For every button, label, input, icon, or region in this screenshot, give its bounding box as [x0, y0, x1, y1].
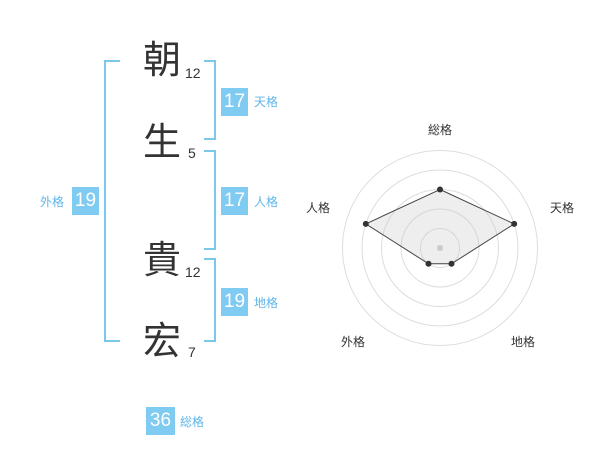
radar-center-dot: [437, 245, 443, 251]
radar-axis-label-chikaku: 地格: [511, 335, 536, 349]
radar-ring-2: [400, 208, 480, 288]
tenkaku-bracket-top: [204, 60, 216, 62]
radar-axis-label-jinkaku: 人格: [306, 201, 331, 215]
gaikaku-value: 19: [72, 187, 99, 215]
chikaku-value: 19: [221, 288, 248, 316]
jinkaku-bracket-vertical: [214, 150, 216, 250]
tenkaku-label: 天格: [254, 95, 279, 109]
jinkaku-label: 人格: [254, 195, 279, 209]
gaikaku-bracket-bottom: [104, 340, 120, 342]
name-char-4: 宏: [143, 319, 182, 363]
radar-ring-4: [361, 169, 519, 327]
radar-point-1: [511, 220, 518, 227]
tenkaku-bracket-vertical: [214, 60, 216, 140]
tenkaku-bracket-bottom: [204, 138, 216, 140]
name-char-1: 朝: [143, 38, 182, 82]
name-char-2: 生: [143, 120, 182, 164]
chikaku-bracket-vertical: [214, 258, 216, 342]
tenkaku-value: 17: [221, 88, 248, 116]
radar-axis-label-tenkaku: 天格: [550, 201, 575, 215]
chikaku-label: 地格: [254, 296, 279, 310]
jinkaku-value: 17: [221, 187, 248, 215]
radar-ring-5: [342, 150, 538, 346]
jinkaku-bracket-top: [204, 150, 216, 152]
soukaku-value: 36: [146, 407, 175, 435]
jinkaku-bracket-bottom: [204, 248, 216, 250]
radar-axis-label-gaikaku: 外格: [341, 335, 366, 349]
stroke-count-3: 12: [185, 264, 201, 280]
stroke-count-1: 12: [185, 65, 201, 81]
radar-point-3: [425, 260, 432, 267]
radar-point-4: [362, 220, 369, 227]
radar-ring-1: [420, 228, 460, 268]
chikaku-bracket-top: [204, 258, 216, 260]
radar-axis-label-soukaku: 総格: [428, 123, 453, 137]
radar-value-polygon: [364, 188, 516, 265]
radar-point-2: [448, 260, 455, 267]
gaikaku-label: 外格: [40, 195, 65, 209]
gaikaku-bracket-vertical: [104, 60, 106, 342]
stroke-count-2: 5: [188, 145, 196, 161]
stroke-count-4: 7: [188, 344, 196, 360]
gaikaku-bracket-top: [104, 60, 120, 62]
chikaku-bracket-bottom: [204, 340, 216, 342]
soukaku-label: 総格: [180, 415, 205, 429]
name-char-3: 貴: [143, 238, 182, 282]
radar-point-0: [437, 186, 443, 193]
